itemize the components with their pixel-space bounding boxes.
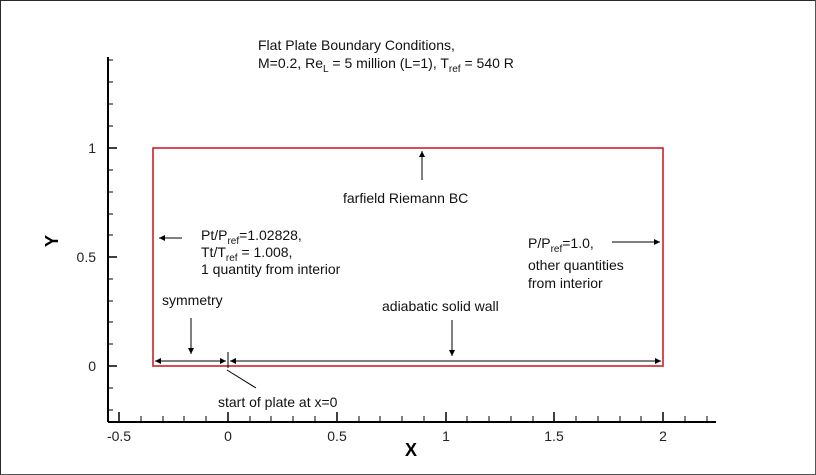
svg-text:1 quantity from interior: 1 quantity from interior: [201, 261, 341, 277]
diagram-title: Flat Plate Boundary Conditions, M=0.2, R…: [258, 37, 514, 75]
title-line-2: M=0.2, ReL = 5 million (L=1), Tref = 540…: [258, 55, 514, 75]
svg-text:other quantities: other quantities: [528, 257, 624, 273]
computational-domain-box: [152, 147, 664, 367]
symmetry-label: symmetry: [162, 292, 223, 308]
svg-text:P/Pref=1.0,: P/Pref=1.0,: [528, 235, 594, 255]
svg-text:Tt/Tref = 1.008,: Tt/Tref = 1.008,: [201, 244, 292, 264]
wall-label: adiabatic solid wall: [382, 298, 499, 314]
y-tick-label: 0.5: [77, 249, 97, 265]
title-line-1: Flat Plate Boundary Conditions,: [258, 37, 455, 53]
plate-start-leader-line: [226, 369, 257, 389]
y-axis-title: Y: [42, 235, 62, 247]
x-tick-label: 0.5: [327, 428, 347, 444]
y-tick-label: 1: [88, 140, 96, 156]
svg-text:from interior: from interior: [528, 275, 603, 291]
plate-start-label: start of plate at x=0: [218, 394, 338, 410]
x-axis-title: X: [405, 440, 417, 460]
x-tick-label: 2: [659, 428, 667, 444]
x-tick-label: 1: [442, 428, 450, 444]
inlet-label: Pt/Pref=1.02828, Tt/Tref = 1.008, 1 quan…: [201, 227, 341, 277]
outlet-label: P/Pref=1.0, other quantities from interi…: [528, 235, 624, 291]
x-tick-label: 1.5: [544, 428, 564, 444]
y-tick-label: 0: [88, 358, 96, 374]
y-axis: 1 0.5 0 Y: [42, 57, 117, 422]
x-axis: -0.5 0 0.5 1 1.5 2 X: [107, 412, 716, 460]
x-tick-label: -0.5: [107, 428, 131, 444]
x-tick-label: 0: [224, 428, 232, 444]
farfield-label: farfield Riemann BC: [343, 190, 468, 206]
svg-text:Pt/Pref=1.02828,: Pt/Pref=1.02828,: [201, 227, 302, 247]
